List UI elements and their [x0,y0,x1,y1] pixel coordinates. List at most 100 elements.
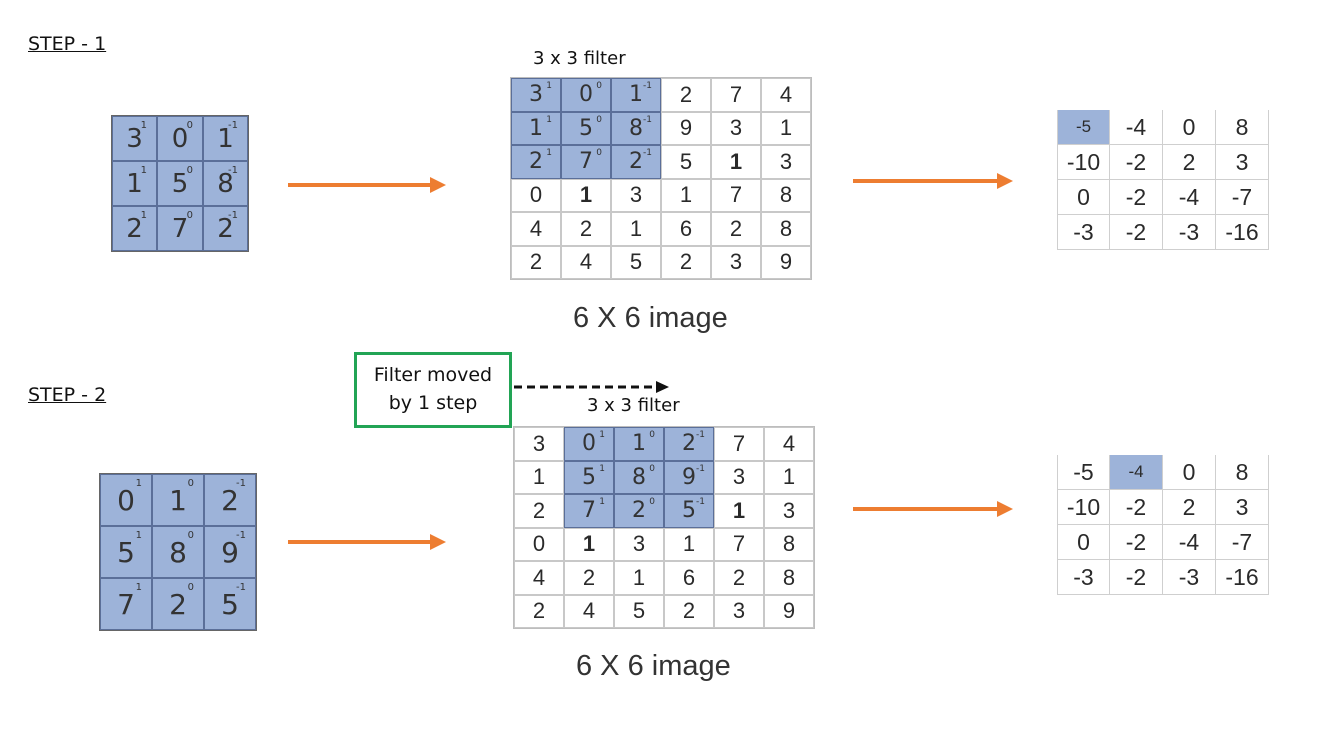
image-value: 1 [582,531,596,557]
kernel-weight: 1 [140,120,147,131]
output-cell: -4 [1163,180,1216,215]
image-value: 9 [679,115,693,141]
image-cell: 3 [764,494,814,528]
step-1-arrow-image-to-output [853,173,1013,189]
image-cell: 4 [761,78,811,112]
image-value: 2 [682,598,696,624]
output-cell: -2 [1110,525,1163,560]
output-cell: -16 [1216,215,1269,250]
image-cell: 2 [661,78,711,112]
image-cell: 3 [711,245,761,279]
image-cell: 2 [564,561,614,595]
step-2-image-caption: 6 X 6 image [576,650,731,682]
kernel-weight: 0 [187,582,194,593]
image-cell: 4 [514,561,564,595]
image-value: 4 [779,81,793,107]
image-value: 1 [729,148,743,174]
image-value: 4 [582,598,596,624]
kernel-value: 9 [221,535,239,569]
kernel-weight: 1 [135,582,142,593]
output-cell: 0 [1057,180,1110,215]
image-value: 3 [529,82,543,108]
image-value: 5 [679,148,693,174]
kernel-weight: 1 [140,210,147,221]
kernel-value: 3 [126,123,143,154]
kernel-weight: 1 [140,165,147,176]
image-cell: 1 [664,527,714,561]
kernel-weight: 0 [186,165,193,176]
kernel-weight: -1 [236,582,246,593]
kernel-value: 7 [171,213,189,244]
output-cell: 8 [1216,110,1269,145]
image-value: 0 [529,182,543,208]
image-value: 2 [679,81,693,107]
image-value: 8 [632,464,646,490]
image-value: 7 [732,430,746,456]
step-2-arrow-kernel-to-image [288,534,446,550]
image-value: 8 [782,531,796,557]
image-cell: 8 [764,527,814,561]
image-cell: 2 [514,594,564,628]
image-cell-filtered: 5-1 [664,494,714,528]
filter-weight: -1 [696,430,705,440]
kernel-cell: 1-1 [203,116,248,161]
filter-weight: 1 [599,430,605,440]
image-value: 5 [682,498,696,524]
image-cell: 1 [611,212,661,246]
filter-weight: 0 [596,148,602,158]
image-value: 2 [729,215,743,241]
image-value: 8 [779,215,793,241]
image-value: 9 [779,249,793,275]
image-cell: 2 [561,212,611,246]
output-cell: -3 [1057,215,1110,250]
image-value: 1 [682,531,696,557]
filter-weight: 0 [596,81,602,91]
image-cell-filtered: 2-1 [664,427,714,461]
image-cell-filtered: 1-1 [611,78,661,112]
image-cell: 9 [761,245,811,279]
image-cell: 3 [761,145,811,179]
kernel-weight: 0 [187,530,194,541]
kernel-value: 5 [117,535,135,569]
image-cell: 1 [514,460,564,494]
filter-weight: 1 [599,497,605,507]
image-value: 3 [629,182,643,208]
output-cell: 8 [1216,455,1269,490]
image-cell: 5 [611,245,661,279]
image-value: 2 [529,249,543,275]
kernel-cell: 2-1 [204,474,256,526]
output-cell: -3 [1163,560,1216,595]
image-value: 0 [579,82,593,108]
kernel-value: 1 [169,483,187,517]
image-cell: 3 [714,594,764,628]
image-cell: 7 [711,178,761,212]
filter-moved-note: Filter moved by 1 step [354,352,512,428]
image-cell: 7 [711,78,761,112]
output-cell: 0 [1163,455,1216,490]
kernel-cell: 5-1 [204,578,256,630]
output-cell: -3 [1163,215,1216,250]
image-cell: 1 [564,527,614,561]
step-1-filter-caption: 3 x 3 filter [533,48,626,69]
kernel-value: 2 [126,213,143,244]
output-cell: 3 [1216,490,1269,525]
filter-weight: -1 [643,81,652,91]
kernel-weight: 0 [186,120,193,131]
image-value: 4 [579,249,593,275]
filter-weight: 1 [546,148,552,158]
image-cell: 5 [661,145,711,179]
filter-weight: 1 [599,463,605,474]
